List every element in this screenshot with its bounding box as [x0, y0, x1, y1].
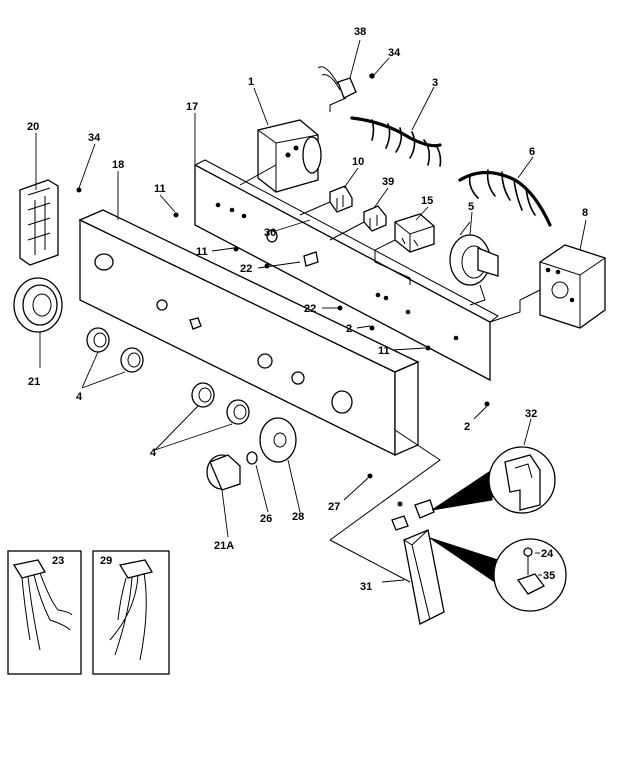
callout-5: 5: [468, 201, 474, 213]
callout-35: 35: [543, 570, 555, 582]
callout-26: 26: [260, 513, 272, 525]
callout-20: 20: [27, 121, 39, 133]
callout-29: 29: [100, 555, 112, 567]
callout-30: 30: [264, 227, 276, 239]
callout-1: 1: [248, 76, 254, 88]
callout-2-mid: 2: [346, 323, 352, 335]
knob-part-4-c: [191, 382, 215, 408]
end-cap-part-20: [19, 179, 59, 266]
callout-34-top: 34: [388, 47, 401, 59]
knob-part-21: [13, 277, 63, 333]
bracket-outline-part-27: [329, 429, 441, 583]
housing-part-31: [403, 529, 445, 625]
detail-circle-part-32: [431, 446, 556, 514]
knob-part-21a: [206, 454, 241, 491]
connector-part-39: [329, 205, 387, 241]
connector-part-10: [299, 185, 353, 216]
callout-22-top: 22: [240, 263, 252, 275]
detail-circle-part-35: [429, 537, 567, 612]
wire-harness-part-6: [458, 169, 552, 227]
callout-8: 8: [582, 207, 588, 219]
timer-part-1: [239, 119, 322, 193]
connector-part-38: [317, 66, 375, 112]
dial-part-28: [259, 417, 297, 463]
knob-part-4-a: [86, 327, 110, 353]
callout-15: 15: [421, 195, 433, 207]
console-panel-part-18: [78, 209, 420, 457]
control-module-part-8: [489, 244, 606, 329]
callout-21a: 21A: [214, 540, 234, 552]
callout-31: 31: [360, 581, 372, 593]
spring-part-26: [246, 451, 258, 465]
callout-21: 21: [28, 376, 40, 388]
callout-27: 27: [328, 501, 340, 513]
callout-24: 24: [541, 548, 554, 560]
callout-11-right: 11: [378, 345, 390, 357]
callout-4-left: 4: [76, 391, 83, 403]
leader-lines: [35, 39, 587, 583]
callout-28: 28: [292, 511, 304, 523]
callout-39: 39: [382, 176, 394, 188]
callout-38: 38: [354, 26, 366, 38]
callout-22-mid: 22: [304, 303, 316, 315]
callout-6: 6: [529, 146, 535, 158]
callout-34-left: 34: [88, 132, 101, 144]
wire-harness-part-3: [350, 116, 442, 167]
callout-17: 17: [186, 101, 198, 113]
switch-small-parts: [391, 499, 435, 531]
callout-23: 23: [52, 555, 64, 567]
callout-11-mid: 11: [196, 246, 208, 258]
inset-box-part-23: [7, 550, 82, 675]
callout-2-right: 2: [464, 421, 470, 433]
callout-10: 10: [352, 156, 364, 168]
callout-32: 32: [525, 408, 537, 420]
inset-box-part-29: [92, 550, 170, 675]
callout-18: 18: [112, 159, 124, 171]
callout-3: 3: [432, 77, 438, 89]
relay-part-15: [374, 213, 435, 285]
pressure-switch-part-5: [449, 221, 499, 306]
callout-11-top: 11: [154, 183, 166, 195]
callout-labels: 38 34 1 3 17 20 34 6 10 18 39 11 15 5 8 …: [27, 26, 588, 593]
callout-4-mid: 4: [150, 447, 157, 459]
bracket-part-30: [266, 229, 319, 267]
knob-part-4-b: [120, 347, 144, 373]
knob-part-4-d: [226, 399, 250, 425]
